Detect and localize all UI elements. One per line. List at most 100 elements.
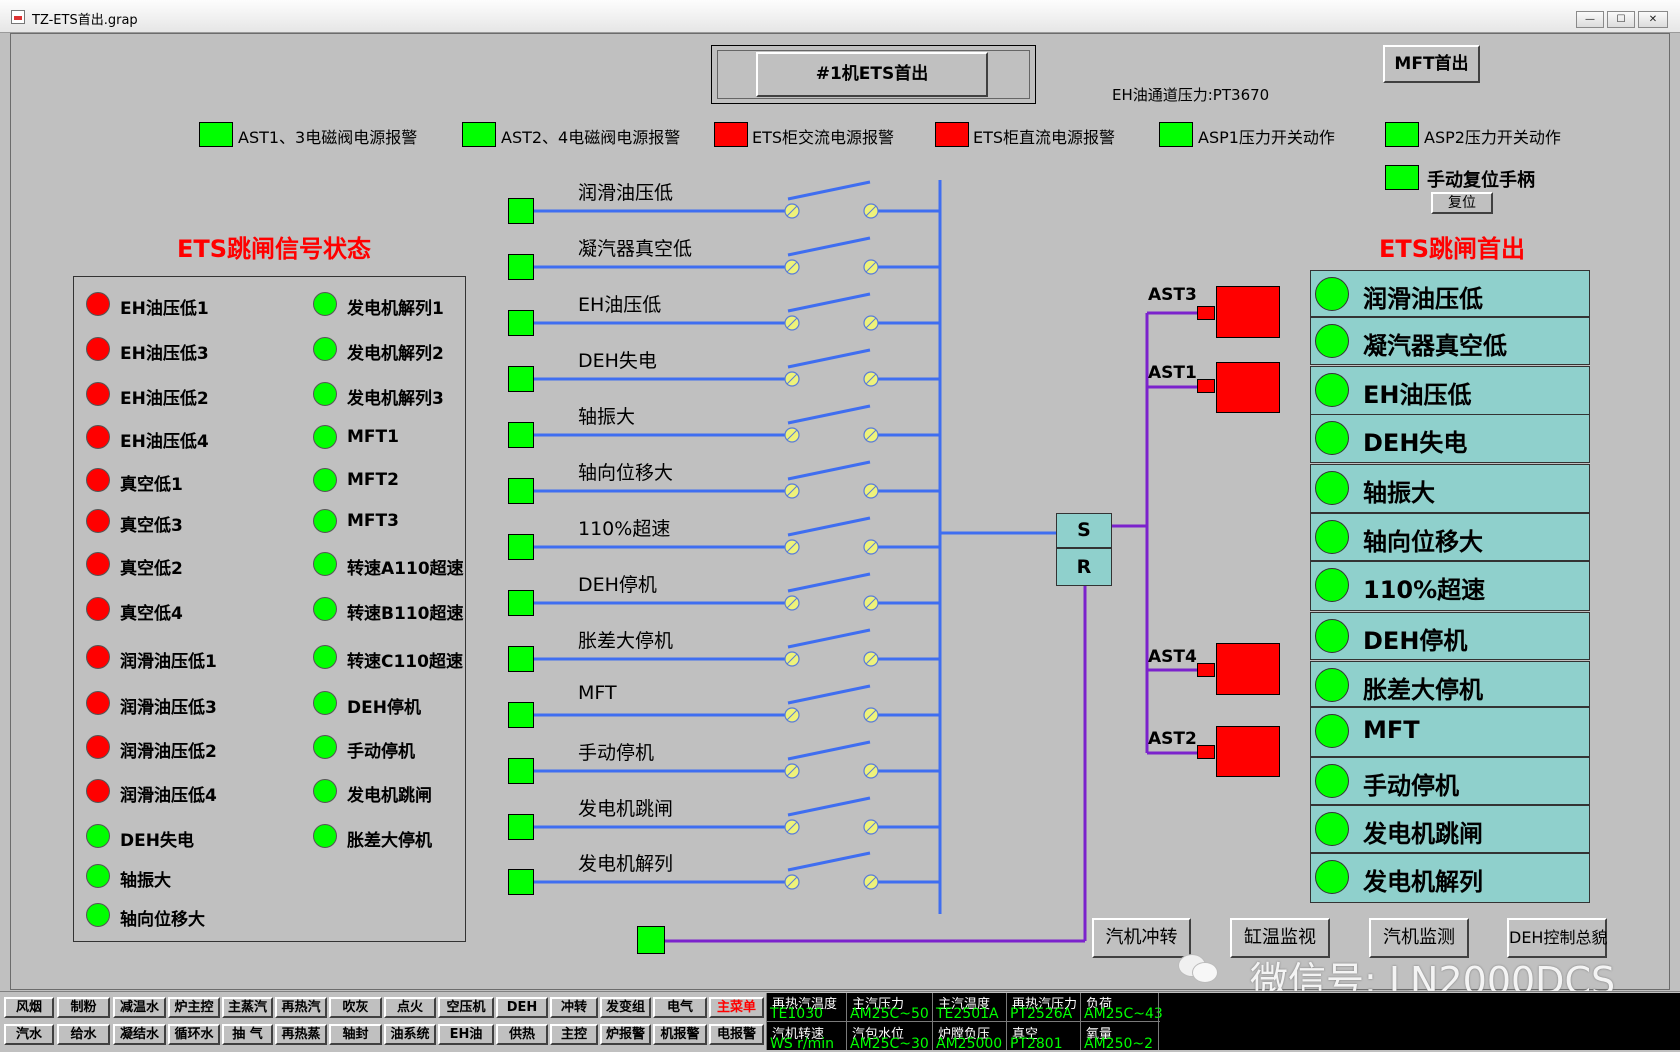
trip-status-right-label: 发电机解列2 [347,344,444,364]
contact-right-hatch [865,876,877,888]
trip-status-left-led [86,903,110,927]
trip-status-right-led [313,779,337,803]
taskbar-button[interactable]: 主控 [550,1024,598,1045]
logic-signal-label: DEH停机 [578,574,657,596]
first-out-label: 胀差大停机 [1363,676,1483,704]
trip-status-right-led [313,425,337,449]
maximize-button[interactable]: ☐ [1607,11,1635,28]
header-inner-frame [717,50,1030,99]
status-value-bottom: AM25C~30 [850,1036,929,1052]
taskbar-button[interactable]: 减温水 [113,997,166,1018]
mft-first-out-button[interactable]: MFT首出 [1383,45,1480,83]
first-out-label: 发电机解列 [1363,868,1483,896]
trip-status-title: ETS跳闸信号状态 [177,235,372,263]
taskbar-button[interactable]: 风烟 [4,997,54,1018]
taskbar-button[interactable]: 机报警 [653,1024,707,1045]
switch-blade [787,460,871,481]
status-head-bottom: 真空 [1012,1027,1039,1042]
alarm-indicator-5 [1385,122,1419,147]
eh-pressure-label: EH油通道压力:PT3670 [1112,86,1270,104]
taskbar-button[interactable]: 循环水 [168,1024,220,1045]
contact-right-hatch [865,653,877,665]
first-out-row: 手动停机 [1310,757,1590,805]
logic-signal-indicator [508,310,534,336]
trip-status-left-label: 润滑油压低2 [120,742,217,762]
logic-signal-indicator [508,422,534,448]
first-out-led [1315,520,1349,554]
status-head-bottom: 汽包水位 [852,1027,905,1042]
trip-status-right-led [313,645,337,669]
status-row-divider [766,1021,1160,1022]
trip-status-right-led [313,509,337,533]
first-out-led [1315,764,1349,798]
nav-turbine-start-button[interactable]: 汽机冲转 [1092,918,1191,958]
taskbar-button[interactable]: 炉报警 [600,1024,651,1045]
taskbar-button[interactable]: EH油 [438,1024,494,1045]
trip-status-right-led [313,468,337,492]
taskbar-button[interactable]: 轴封 [329,1024,382,1045]
alarm-label-2: ETS柜交流电源报警 [752,128,895,147]
taskbar-button[interactable]: 给水 [57,1024,110,1045]
first-out-label: 轴向位移大 [1363,528,1483,556]
nav-cylinder-temp-button[interactable]: 缸温监视 [1230,918,1330,958]
status-head-top: 主汽压力 [852,997,905,1012]
trip-status-right-label: 转速C110超速 [347,652,463,672]
taskbar-button[interactable]: 主蒸汽 [222,997,273,1018]
taskbar-button[interactable]: 主菜单 [709,997,764,1018]
switch-blade [787,851,871,872]
nav-deh-overview-button[interactable]: DEH控制总貌 [1507,918,1607,958]
minimize-button[interactable]: — [1576,11,1604,28]
logic-lines [534,180,1197,943]
trip-status-left-led [86,382,110,406]
contact-right-hatch [865,709,877,721]
taskbar-button[interactable]: 汽水 [4,1024,54,1045]
taskbar-button[interactable]: 电气 [653,997,707,1018]
manual-reset-indicator [1385,165,1419,190]
status-head-top: 再热汽压力 [1012,997,1078,1012]
first-out-led [1315,812,1349,846]
taskbar-button[interactable]: 点火 [384,997,436,1018]
taskbar-button[interactable]: 油系统 [384,1024,436,1045]
taskbar-button[interactable]: 抽 气 [222,1024,273,1045]
trip-status-left-led [86,779,110,803]
taskbar-button[interactable]: 吹灰 [329,997,382,1018]
first-out-row: 润滑油压低 [1310,270,1590,317]
flipflop-set: S [1056,513,1112,548]
flipflop-reset: R [1056,548,1112,586]
ast3-solenoid [1216,286,1280,338]
taskbar-button[interactable]: DEH [496,997,548,1018]
alarm-label-0: AST1、3电磁阀电源报警 [238,128,418,147]
ets-first-out-button[interactable]: #1机ETS首出 [756,52,988,97]
taskbar-button[interactable]: 制粉 [57,997,110,1018]
logic-signal-label: 发电机跳闸 [578,798,674,820]
alarm-indicator-1 [462,122,496,147]
trip-status-left-label: 润滑油压低1 [120,652,217,672]
taskbar-button[interactable]: 再热汽 [275,997,327,1018]
taskbar-button[interactable]: 电报警 [709,1024,764,1045]
switch-blade [787,628,871,649]
taskbar-button[interactable]: 凝结水 [113,1024,166,1045]
trip-status-right-led [313,337,337,361]
trip-status-right-label: MFT2 [347,470,399,490]
taskbar-button[interactable]: 空压机 [438,997,494,1018]
first-out-led [1315,568,1349,602]
status-value-top: TE2501A [936,1006,999,1022]
logic-signal-indicator [508,646,534,672]
contact-left-hatch [786,317,798,329]
taskbar-button[interactable]: 炉主控 [168,997,220,1018]
taskbar-button[interactable]: 冲转 [550,997,598,1018]
trip-status-left-label: 润滑油压低3 [120,698,217,718]
taskbar-button[interactable]: 供热 [496,1024,548,1045]
switch-blade [787,180,871,201]
ast1-connector [1197,379,1215,393]
taskbar-button[interactable]: 发变组 [600,997,651,1018]
ast3-connector [1197,306,1215,320]
alarm-label-5: ASP2压力开关动作 [1424,128,1561,147]
taskbar-button[interactable]: 再热蒸 [275,1024,327,1045]
reset-button[interactable]: 复位 [1431,192,1493,214]
close-button[interactable]: ✕ [1638,11,1668,28]
nav-turbine-monitor-button[interactable]: 汽机监测 [1369,918,1469,958]
trip-status-left-led [86,645,110,669]
first-out-led [1315,860,1349,894]
window-titlebar[interactable]: TZ-ETS首出.grap — ☐ ✕ [0,0,1680,33]
